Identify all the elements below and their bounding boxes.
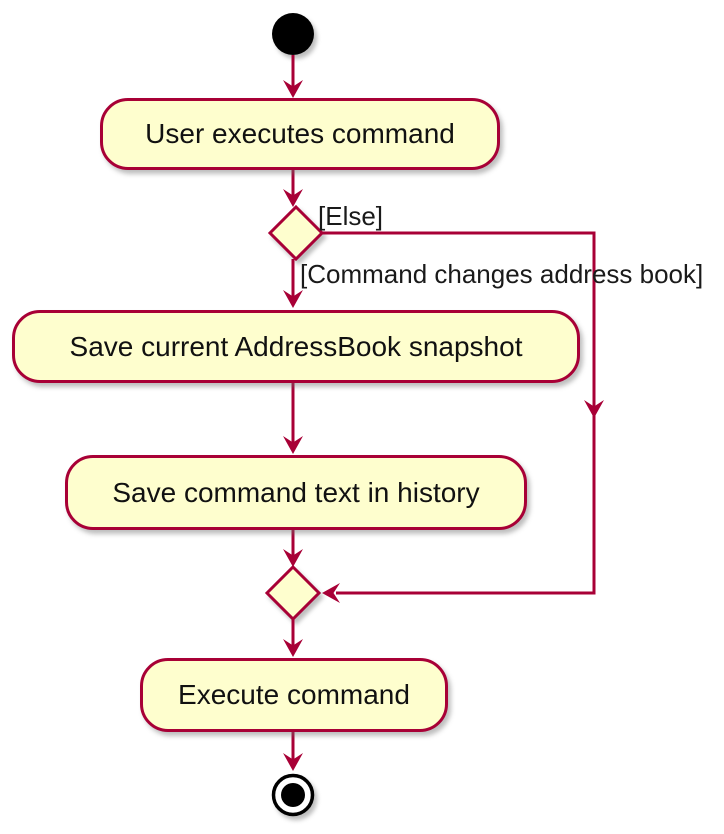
arrowhead-down-icon [283, 639, 303, 657]
arrowhead-down-icon [283, 549, 303, 567]
arrowhead-down-icon [283, 189, 303, 207]
branch-label-command-changes-address-book: [Command changes address book] [300, 259, 704, 289]
arrowhead-down-icon [283, 436, 303, 454]
activity-execute-command: Execute command [140, 658, 448, 732]
arrowhead-left-icon [322, 583, 340, 603]
arrowhead-down-icon [283, 80, 303, 98]
end-node-core [281, 783, 305, 807]
activity-label: Execute command [178, 679, 410, 710]
start-node [272, 13, 314, 55]
activity-save-command-text-history: Save command text in history [65, 455, 527, 530]
decision-diamond [267, 204, 325, 262]
activity-label: Save current AddressBook snapshot [69, 330, 523, 362]
end-node [271, 773, 315, 817]
activity-label: User executes command [145, 118, 455, 149]
arrowhead-down-icon [584, 400, 604, 418]
activity-label: Save command text in history [112, 476, 480, 508]
merge-diamond [264, 564, 322, 622]
arrowhead-down-icon [283, 753, 303, 771]
arrowhead-down-icon [283, 290, 303, 308]
branch-label-else: [Else] [318, 201, 384, 231]
activity-user-executes-command: User executes command [100, 98, 500, 170]
activity-save-addressbook-snapshot: Save current AddressBook snapshot [12, 310, 580, 383]
